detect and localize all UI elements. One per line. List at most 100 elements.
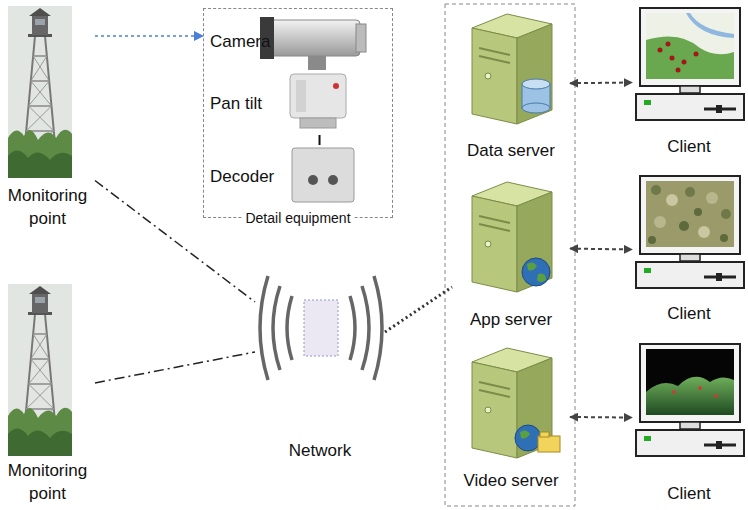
- client-node: Client: [632, 5, 746, 160]
- pan-tilt-picture-part: [300, 118, 336, 128]
- camera-picture-part: [308, 56, 326, 70]
- connector: [570, 248, 632, 251]
- client-computer-part: [636, 176, 744, 288]
- group-caption: Detail equipment: [242, 209, 353, 227]
- data-server-icon-part: [522, 79, 550, 89]
- client-computer-part: [651, 185, 661, 195]
- node-label: Decoder: [210, 165, 274, 188]
- client-computer-part: [648, 236, 656, 244]
- client-computer-part: [698, 226, 710, 238]
- data-server-icon-part: [522, 103, 550, 113]
- node-label: Monitoring point: [0, 184, 95, 230]
- decoder-picture: [292, 148, 354, 202]
- client-computer-part: [720, 234, 728, 242]
- client-computer: [636, 176, 744, 288]
- client-computer-part: [672, 390, 676, 394]
- connector: [95, 35, 203, 37]
- node-label: Video server: [463, 469, 558, 492]
- connector: [385, 287, 452, 332]
- video-server-icon: [472, 348, 560, 458]
- video-server-icon-part: [538, 436, 560, 452]
- equipment-item: Pan tilt: [206, 71, 378, 135]
- pan-tilt-picture-part: [333, 83, 339, 89]
- app-server-icon: [472, 182, 552, 292]
- server-node: App server: [452, 175, 570, 335]
- monitoring-point: Monitoring point: [0, 283, 95, 505]
- pan-tilt-picture-part: [296, 80, 306, 112]
- equipment-item: Decoder: [206, 145, 378, 207]
- node-label: Client: [667, 135, 710, 158]
- app-server-icon-part: [522, 258, 550, 286]
- connector: [319, 135, 321, 145]
- client-computer-part: [646, 349, 734, 415]
- node-label: Client: [667, 482, 710, 505]
- client-computer-part: [686, 13, 734, 38]
- data-server-icon: [472, 14, 552, 124]
- tower-picture: [8, 284, 72, 456]
- connector: [570, 416, 632, 419]
- tower-picture: [8, 6, 72, 178]
- node-label: Camera: [210, 30, 270, 53]
- client-computer-part: [714, 394, 718, 398]
- pan-tilt-picture-part: [290, 74, 346, 118]
- client-computer-part: [698, 386, 702, 390]
- client-computer-part: [676, 68, 681, 73]
- node-label: Monitoring point: [0, 459, 95, 505]
- connector: [95, 181, 255, 303]
- node-label: Pan tilt: [210, 92, 262, 115]
- client-computer-part: [666, 42, 671, 47]
- camera-picture-part: [268, 20, 360, 56]
- server-group: [445, 4, 575, 506]
- network-antenna-part: [260, 276, 292, 380]
- decoder-picture-part: [328, 175, 338, 185]
- client-computer-part: [679, 221, 689, 231]
- client-computer-part: [646, 181, 734, 247]
- client-computer-part: [706, 192, 718, 204]
- client-computer: [636, 8, 744, 120]
- server-node: Video server: [452, 345, 570, 505]
- client-computer-part: [636, 8, 744, 120]
- client-computer-part: [694, 52, 699, 57]
- node-label: Data server: [467, 139, 555, 162]
- client-computer-part: [694, 208, 702, 216]
- video-server-icon-part: [540, 432, 549, 437]
- pan-tilt-picture: [290, 74, 346, 128]
- network-antenna-part: [304, 300, 338, 356]
- node-label: Network: [289, 439, 351, 462]
- network-antenna: [260, 276, 382, 380]
- client-node: Client: [632, 172, 746, 327]
- client-computer: [636, 344, 744, 456]
- client-computer-part: [646, 377, 734, 415]
- network-antenna-part: [350, 276, 382, 380]
- client-computer-part: [636, 344, 744, 456]
- data-server-icon-part: [472, 14, 552, 124]
- decoder-picture-part: [292, 148, 354, 202]
- node-label: App server: [470, 308, 552, 331]
- client-computer-part: [666, 194, 678, 206]
- connector: [570, 82, 632, 85]
- app-server-icon-part: [527, 262, 546, 282]
- camera-picture: [260, 17, 366, 70]
- client-computer-part: [646, 13, 734, 79]
- camera-picture-part: [356, 24, 366, 52]
- video-server-icon-part: [515, 425, 541, 451]
- server-node: Data server: [452, 8, 570, 168]
- network-node: Network: [255, 262, 385, 462]
- decoder-picture-part: [308, 175, 318, 185]
- client-computer-part: [682, 60, 687, 65]
- monitoring-point: Monitoring point: [0, 5, 95, 230]
- client-computer-part: [646, 36, 734, 79]
- app-server-icon-part: [472, 182, 552, 292]
- client-node: Client: [632, 340, 746, 505]
- video-server-icon-part: [520, 430, 530, 438]
- client-computer-part: [654, 216, 666, 228]
- node-label: Client: [667, 302, 710, 325]
- client-computer-part: [721, 209, 731, 219]
- connector: [95, 352, 255, 383]
- equipment-group: CameraPan tiltDecoderDetail equipment: [203, 8, 393, 218]
- equipment-item: Camera: [206, 13, 378, 69]
- client-computer-part: [685, 187, 695, 197]
